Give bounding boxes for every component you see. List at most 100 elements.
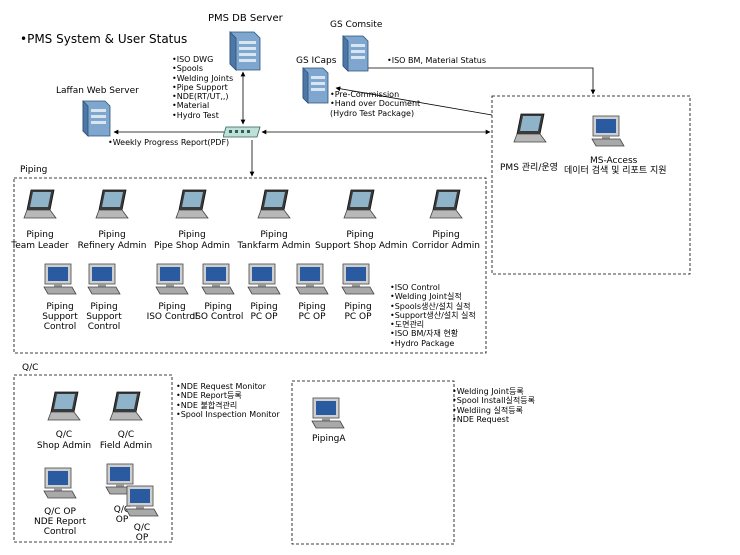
laffan-web-server-label: Laffan Web Server — [56, 86, 139, 96]
db-item: •Pipe Support — [172, 82, 228, 92]
piping-function: •Hydro Package — [390, 338, 455, 348]
node-label-line: Piping — [90, 302, 118, 312]
comsite-note: •ISO BM, Material Status — [387, 56, 487, 65]
node-label-line: Q/C OP — [44, 507, 76, 517]
node-label-line: Control — [87, 322, 121, 332]
icaps-note: •Pre-Commission — [330, 90, 400, 99]
pms-db-server-label: PMS DB Server — [208, 13, 283, 24]
msaccess-label-line2: 데이터 검색 및 리포트 지원 — [564, 166, 667, 176]
node-label-line: PC OP — [250, 312, 278, 322]
node-label-line: Piping — [346, 230, 374, 240]
piping-laptop-icon — [22, 188, 58, 226]
node-label-line: Piping — [344, 302, 372, 312]
node-label-line: Shop Admin — [36, 441, 92, 451]
node-label-line: Tankfarm Admin — [237, 241, 311, 251]
node-label-line: Pipe Shop Admin — [153, 241, 231, 251]
node-label-line: Piping — [178, 230, 206, 240]
node-label-line: Piping — [46, 302, 74, 312]
pms-admin-label: PMS 관리/운영 — [500, 163, 558, 173]
db-item: •Spools — [172, 64, 204, 74]
piping-laptop-icon — [342, 188, 378, 226]
node-label-line: Team Leader — [11, 241, 69, 251]
node-label-line: Piping — [260, 230, 288, 240]
piping-group-label: Piping — [20, 165, 48, 175]
piping-function: •Spools생산/설치 실적 — [390, 301, 471, 311]
gs-icaps-label: GS ICaps — [296, 56, 337, 66]
piping-a-functions-list: •Welding Joint등록 •Spool Install실적등록 •Wel… — [452, 387, 535, 424]
piping-desktop-icon — [340, 262, 376, 300]
qc-desktop-icon — [124, 484, 160, 522]
db-item: •Material — [172, 101, 210, 111]
qc-function: •NDE Report등록 — [176, 391, 242, 401]
node-label-line: Piping — [298, 302, 326, 312]
node-label-line: Control — [43, 322, 77, 332]
db-items-list: •ISO DWG •Spools •Welding Joints •Pipe S… — [172, 55, 233, 120]
node-label-line: Q/C — [113, 505, 131, 515]
node-label-line: Piping — [98, 230, 126, 240]
qc-laptop-icon — [108, 390, 144, 428]
network-hub-icon — [222, 124, 263, 144]
piping-desktop-icon — [294, 262, 330, 300]
node-label-line: Piping — [250, 302, 278, 312]
piping-desktop-icon — [86, 262, 122, 300]
piping-laptop-icon — [428, 188, 464, 226]
pms-admin-laptop-icon — [512, 112, 548, 150]
piping-laptop-icon — [256, 188, 292, 226]
qc-laptop-icon — [46, 390, 82, 428]
weekly-report-note: •Weekly Progress Report(PDF) — [108, 138, 230, 147]
node-label-line: Q/C — [133, 523, 151, 533]
qc-function: •NDE Request Monitor — [176, 382, 266, 391]
node-label-line: Support — [42, 312, 78, 322]
node-label-line: Q/C — [117, 430, 135, 440]
icaps-notes-list: •Pre-Commission •Hand over Document (Hyd… — [330, 90, 420, 118]
node-label-line: PC OP — [344, 312, 372, 322]
qc-group-label: Q/C — [22, 363, 39, 373]
piping-laptop-icon — [174, 188, 210, 226]
db-item: •NDE(RT/UT,,) — [172, 92, 229, 102]
msaccess-label-line1: MS-Access — [590, 156, 638, 166]
piping-desktop-icon — [154, 262, 190, 300]
gs-comsite-server-icon — [340, 33, 370, 77]
qc-function: •NDE 불합격관리 — [176, 400, 238, 410]
piping-a-function: •Weldiing 실적등록 — [452, 405, 523, 415]
piping-function: •도면관리 — [390, 320, 425, 330]
icaps-note: •Hand over Document — [330, 99, 421, 109]
node-label-line: NDE Report — [33, 517, 87, 527]
qc-function: •Spool Inspection Monitor — [176, 409, 280, 419]
node-label-line: Control — [43, 527, 77, 537]
node-label-line: ISO Control — [146, 312, 198, 322]
db-item: •Hydro Test — [172, 110, 219, 120]
msaccess-desktop-icon — [590, 114, 626, 152]
node-label-line: OP — [135, 533, 149, 543]
node-label-line: Support Shop Admin — [315, 241, 408, 251]
node-label-line: OP — [115, 515, 129, 525]
piping-functions-list: •ISO Control •Welding Joint실적 •Spools생산/… — [390, 283, 476, 348]
laffan-web-server-icon — [80, 98, 112, 142]
pms-admin-group-box — [491, 95, 691, 275]
gs-comsite-label: GS Comsite — [330, 20, 383, 30]
node-label-line: Piping — [158, 302, 186, 312]
piping-desktop-icon — [42, 262, 78, 300]
piping-a-function: •NDE Request — [452, 414, 509, 424]
piping-desktop-icon — [246, 262, 282, 300]
piping-a-function: •Welding Joint등록 — [452, 387, 524, 396]
icaps-note: (Hydro Test Package) — [330, 108, 415, 118]
piping-desktop-icon — [200, 262, 236, 300]
node-label-line: Refinery Admin — [77, 241, 147, 251]
node-label-line: Piping — [432, 230, 460, 240]
piping-a-function: •Spool Install실적등록 — [452, 396, 535, 406]
db-item: •ISO DWG — [172, 55, 214, 64]
piping-a-group-box — [291, 380, 455, 545]
piping-function: •ISO Control — [390, 283, 440, 292]
qc-group-box — [13, 374, 173, 543]
node-label-line: ISO Control — [192, 312, 244, 322]
page-title: •PMS System & User Status — [20, 32, 188, 46]
qc-desktop-icon — [42, 466, 78, 504]
piping-group-box — [13, 177, 487, 354]
qc-functions-list: •NDE Request Monitor •NDE Report등록 •NDE … — [176, 382, 280, 419]
piping-a-desktop-icon — [310, 396, 346, 434]
node-label-line: PC OP — [298, 312, 326, 322]
node-label-line: Support — [86, 312, 122, 322]
piping-a-label: PipingA — [312, 434, 346, 444]
piping-laptop-icon — [94, 188, 130, 226]
